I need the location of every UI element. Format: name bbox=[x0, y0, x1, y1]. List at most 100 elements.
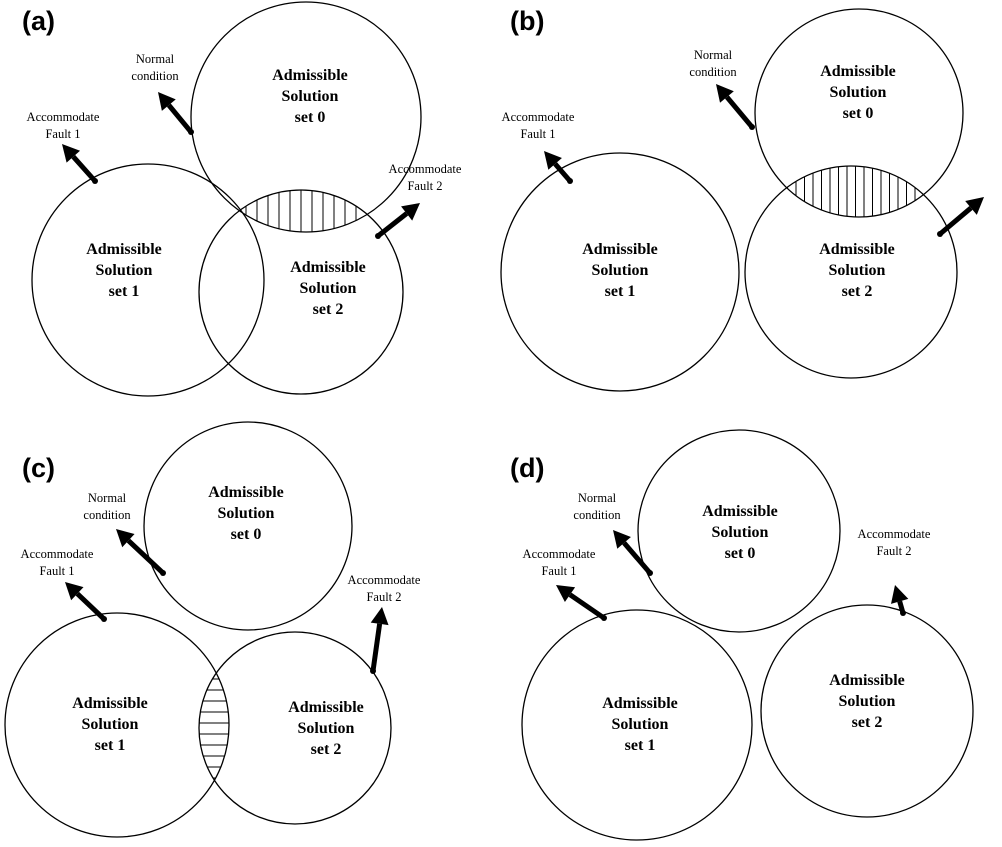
panel-b-arrow-0-arrow-origin-dot bbox=[749, 124, 755, 130]
panel-b-set-1-label-line-3: set 1 bbox=[605, 283, 636, 300]
panel-b-set-0-label-line-1: Admissible bbox=[820, 63, 896, 80]
panel-d-set-1-label-line-1: Admissible bbox=[602, 695, 678, 712]
panel-b-arrow-1-caption-line-2: Fault 1 bbox=[520, 127, 555, 141]
panel-a-arrow-0: Normal condition bbox=[131, 52, 194, 135]
panel-d-arrow-1-arrow-origin-dot bbox=[601, 615, 607, 621]
panel-d-set-0-label-line-1: Admissible bbox=[702, 503, 778, 520]
panel-d-set-0-label-line-3: set 0 bbox=[725, 545, 756, 562]
panel-c-arrow-2-arrow-head bbox=[370, 607, 389, 626]
panel-a-set-2-label-line-3: set 2 bbox=[313, 301, 344, 318]
panel-b-arrow-0-arrow-shaft bbox=[724, 95, 754, 129]
panel-d-set-0-circle bbox=[637, 429, 841, 633]
panel-c-arrow-0-caption-line-2: condition bbox=[83, 508, 131, 522]
panel-a-arrow-1-caption-line-1: Accommodate bbox=[27, 110, 100, 124]
panel-a-arrow-1-arrow-head bbox=[62, 144, 81, 163]
panel-d-set-2-label-line-3: set 2 bbox=[852, 714, 883, 731]
panel-d-arrow-1-arrow-head bbox=[556, 585, 576, 603]
panel-d-set-1-label-line-2: Solution bbox=[612, 716, 669, 733]
panel-b-arrow-2 bbox=[937, 197, 984, 237]
panel-a-arrow-2-caption-line-1: Accommodate bbox=[389, 162, 462, 176]
panel-c-set-1-label-line-2: Solution bbox=[82, 716, 139, 733]
panel-c-set-2-circle bbox=[198, 631, 392, 825]
panel-b-arrow-0-arrow-head bbox=[716, 84, 734, 103]
panel-a-arrow-0-arrow-origin-dot bbox=[188, 129, 194, 135]
panel-d-set-1-label-line-3: set 1 bbox=[625, 737, 656, 754]
panel-a-arrow-0-caption-line-1: Normal bbox=[136, 52, 175, 66]
panel-b-arrow-1-arrow-origin-dot bbox=[567, 178, 573, 184]
panel-a-set-2-label-line-1: Admissible bbox=[290, 259, 366, 276]
panel-b-label: (b) bbox=[510, 6, 544, 36]
panel-c-arrow-1-caption-line-1: Accommodate bbox=[21, 547, 94, 561]
panel-b-arrow-1-caption-line-1: Accommodate bbox=[502, 110, 575, 124]
panel-d-arrow-1-caption-line-2: Fault 1 bbox=[541, 564, 576, 578]
panel-b-arrow-2-arrow-shaft bbox=[938, 206, 973, 236]
panel-c-set-0-circle bbox=[143, 421, 353, 631]
panel-d-arrow-2-caption-line-1: Accommodate bbox=[858, 527, 931, 541]
panel-d-arrow-0: Normal condition bbox=[573, 491, 653, 576]
panel-a-arrow-2-caption-line-2: Fault 2 bbox=[407, 179, 442, 193]
panel-b-set-0-label-line-2: Solution bbox=[830, 84, 887, 101]
panel-c-arrow-0: Normal condition bbox=[83, 491, 166, 576]
panel-b-arrow-1-arrow-head bbox=[544, 151, 562, 170]
panel-a-arrow-0-caption-line-2: condition bbox=[131, 69, 179, 83]
panel-a-set-1-circle bbox=[31, 163, 265, 397]
panel-d-set-0-label-line-2: Solution bbox=[712, 524, 769, 541]
panel-d-label: (d) bbox=[510, 453, 544, 483]
panel-c-set-0-label-line-2: Solution bbox=[218, 505, 275, 522]
panel-d-set-2-label-line-1: Admissible bbox=[829, 672, 905, 689]
panel-b-set-1-label-line-1: Admissible bbox=[582, 241, 658, 258]
panel-b-set-2-label-line-1: Admissible bbox=[819, 241, 895, 258]
panel-a-label: (a) bbox=[22, 6, 55, 36]
panel-b-set-1-circle bbox=[500, 152, 740, 392]
panel-c-arrow-0-caption-line-1: Normal bbox=[88, 491, 127, 505]
panel-d-arrow-1-arrow-shaft bbox=[568, 592, 606, 621]
panel-d-arrow-0-arrow-shaft bbox=[622, 541, 652, 575]
panel-b-set-2-label-line-2: Solution bbox=[829, 262, 886, 279]
panel-c-arrow-0-arrow-origin-dot bbox=[160, 570, 166, 576]
panel-c-set-2-label-line-2: Solution bbox=[298, 720, 355, 737]
panel-b-arrow-2-arrow-head bbox=[965, 197, 984, 215]
panel-a-arrow-2-arrow-origin-dot bbox=[375, 233, 381, 239]
panel-a-arrow-1-arrow-shaft bbox=[71, 155, 97, 183]
panel-c-label: (c) bbox=[22, 453, 55, 483]
panel-a-set-2-label-line-2: Solution bbox=[300, 280, 357, 297]
panel-d-arrow-0-caption-line-1: Normal bbox=[578, 491, 617, 505]
panel-c-arrow-1-arrow-head bbox=[65, 582, 84, 601]
panel-c-arrow-2-arrow-shaft bbox=[370, 623, 383, 672]
panel-b-arrow-2-arrow-origin-dot bbox=[937, 231, 943, 237]
panel-a-arrow-2-arrow-shaft bbox=[376, 211, 409, 238]
panel-c-arrow-1-caption-line-2: Fault 1 bbox=[39, 564, 74, 578]
panel-c-set-2-label-line-1: Admissible bbox=[288, 699, 364, 716]
panel-b-set-0-circle bbox=[754, 8, 964, 218]
panel-a-set-0-label-line-2: Solution bbox=[282, 88, 339, 105]
panel-b-set-0-label-line-3: set 0 bbox=[843, 105, 874, 122]
panel-d-arrow-0-caption-line-2: condition bbox=[573, 508, 621, 522]
panel-c-arrow-1-arrow-origin-dot bbox=[101, 616, 107, 622]
panel-b-set-1-label-line-2: Solution bbox=[592, 262, 649, 279]
panel-d-arrow-0-arrow-origin-dot bbox=[647, 570, 653, 576]
panel-d-arrow-1-caption-line-1: Accommodate bbox=[523, 547, 596, 561]
panel-a-arrow-0-arrow-head bbox=[158, 92, 176, 111]
panel-d-set-2-circle bbox=[760, 604, 974, 818]
panel-b-arrow-0-caption-line-1: Normal bbox=[694, 48, 733, 62]
panel-d-set-1-circle bbox=[521, 609, 753, 841]
panel-a-arrow-2-arrow-head bbox=[401, 203, 420, 221]
panel-c-arrow-2-caption-line-2: Fault 2 bbox=[366, 590, 401, 604]
